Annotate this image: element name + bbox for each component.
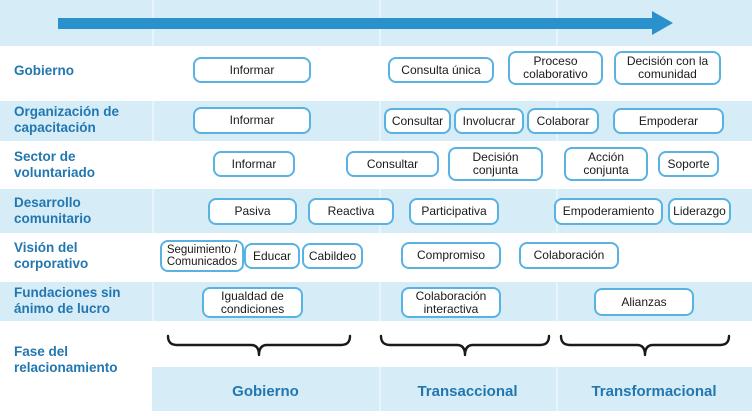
option-box: Participativa	[409, 198, 499, 225]
row-label-fase: Fase del relacionamiento	[14, 344, 118, 375]
row-label-organizacion: Organización de capacitación	[14, 104, 120, 135]
option-box: Involucrar	[454, 108, 524, 134]
column-divider	[152, 101, 154, 141]
spectrum-arrow-head	[652, 11, 673, 35]
option-box: Cabildeo	[302, 243, 363, 269]
row-label-desarrollo: Desarrollo comunitario	[14, 195, 92, 226]
row-label-corporativo: Visión del corporativo	[14, 240, 89, 271]
option-box: Compromiso	[401, 242, 501, 269]
row-label-voluntariado: Sector de voluntariado	[14, 149, 96, 180]
option-box: Informar	[193, 107, 311, 134]
option-box: Colaboración interactiva	[401, 287, 501, 318]
phase-label-transaccional: Transaccional	[417, 382, 518, 400]
option-box: Igualdad de condiciones	[202, 287, 303, 318]
row-label-gobierno: Gobierno	[14, 63, 74, 78]
option-box: Consultar	[384, 108, 451, 134]
option-box: Acción conjunta	[564, 147, 648, 181]
option-box: Empoderar	[613, 108, 724, 134]
option-box: Seguimiento / Comunicados	[160, 240, 244, 272]
option-box: Colaborar	[527, 108, 599, 134]
phase-label-transformacional: Transformacional	[591, 382, 717, 400]
column-divider	[556, 367, 558, 411]
option-box: Decisión con la comunidad	[614, 51, 721, 85]
option-box: Decisión conjunta	[448, 147, 543, 181]
header-band	[0, 0, 752, 46]
option-box: Reactiva	[308, 198, 394, 225]
spectrum-arrow-shaft	[58, 18, 654, 29]
column-divider	[379, 367, 381, 411]
option-box: Alianzas	[594, 288, 694, 316]
column-divider	[379, 101, 381, 141]
column-divider	[152, 282, 154, 321]
brace-transformacional	[559, 334, 731, 357]
phase-label-gobierno: Gobierno	[232, 382, 299, 400]
column-divider	[379, 282, 381, 321]
brace-gobierno	[166, 334, 352, 357]
option-box: Proceso colaborativo	[508, 51, 603, 85]
row-label-fundaciones: Fundaciones sin ánimo de lucro	[14, 285, 121, 316]
option-box: Consulta única	[388, 57, 494, 83]
option-box: Educar	[244, 243, 300, 269]
option-box: Soporte	[658, 151, 719, 177]
brace-transaccional	[379, 334, 551, 357]
option-box: Colaboración	[519, 242, 619, 269]
column-divider	[556, 282, 558, 321]
column-divider	[152, 189, 154, 233]
option-box: Empoderamiento	[554, 198, 663, 225]
phase-band	[152, 367, 752, 411]
option-box: Informar	[193, 57, 311, 83]
option-box: Consultar	[346, 151, 439, 177]
option-box: Pasiva	[208, 198, 297, 225]
option-box: Informar	[213, 151, 295, 177]
option-box: Liderazgo	[668, 198, 731, 225]
